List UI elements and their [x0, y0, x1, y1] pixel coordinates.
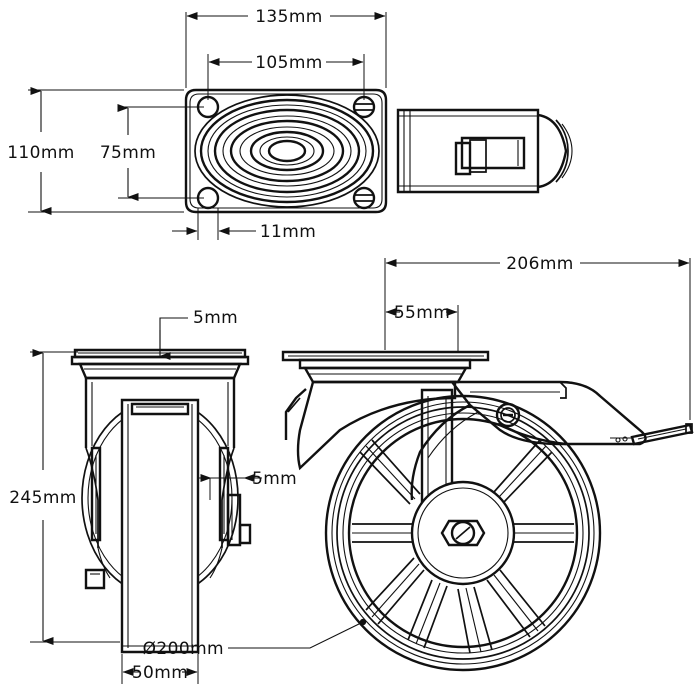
dim-label-wheel-diameter: Ø200mm: [143, 639, 224, 659]
top-plate-view: 135mm 105mm 110mm: [7, 7, 573, 242]
dim-label-plate-length: 135mm: [255, 7, 323, 27]
dimension-swivel-offset: 55mm: [384, 303, 459, 352]
dimension-bolt-hole-spacing-x: 105mm: [207, 53, 365, 100]
dimension-bolt-hole-spacing-y: 75mm: [100, 104, 204, 201]
dim-label-swivel-offset: 55mm: [394, 303, 450, 323]
dim-label-bolt-hole-spacing-y: 75mm: [100, 143, 156, 163]
side-view-wheel-hub: [410, 480, 516, 586]
dimension-plate-width: 110mm: [7, 87, 184, 215]
dimension-wheel-width: 50mm: [121, 654, 199, 684]
dim-label-tread-thickness: 5mm: [252, 469, 297, 489]
side-view-brake-lever: [610, 423, 694, 446]
dimension-overall-height: 245mm: [9, 349, 120, 645]
dim-label-bolt-hole-diameter: 11mm: [260, 222, 316, 242]
top-view-mounting-plate: [184, 88, 388, 214]
front-view-wheel: [81, 398, 239, 654]
dimension-tread-thickness: 5mm: [198, 469, 297, 500]
top-view-bolt-holes: [196, 95, 376, 210]
dimension-wheel-diameter: Ø200mm: [143, 618, 367, 659]
side-view-swivel-collar: [302, 366, 469, 384]
dimension-overall-length: 206mm: [384, 254, 691, 420]
top-view-swivel-housing: [396, 108, 573, 194]
front-view: 5mm 5mm 245mm: [9, 308, 297, 684]
front-view-swivel-collar: [78, 362, 242, 380]
dim-label-overall-length: 206mm: [506, 254, 574, 274]
dim-label-plate-width: 110mm: [7, 143, 75, 163]
side-view-top-plate: [281, 350, 490, 370]
dim-label-bolt-hole-spacing-x: 105mm: [255, 53, 323, 73]
dimension-bolt-hole-diameter: 11mm: [172, 208, 316, 242]
dimension-plate-length: 135mm: [185, 7, 387, 88]
side-view-wheel-spokes: [352, 439, 574, 654]
dim-label-overall-height: 245mm: [9, 488, 77, 508]
side-view-wheel: [324, 394, 602, 672]
dim-label-plate-thickness-top: 5mm: [193, 308, 238, 328]
dim-label-wheel-width: 50mm: [132, 663, 188, 683]
top-view-swivel-raceway: [194, 94, 380, 208]
dimension-plate-thickness-top: 5mm: [159, 308, 238, 360]
side-view: 206mm 55mm Ø200mm: [143, 254, 694, 672]
